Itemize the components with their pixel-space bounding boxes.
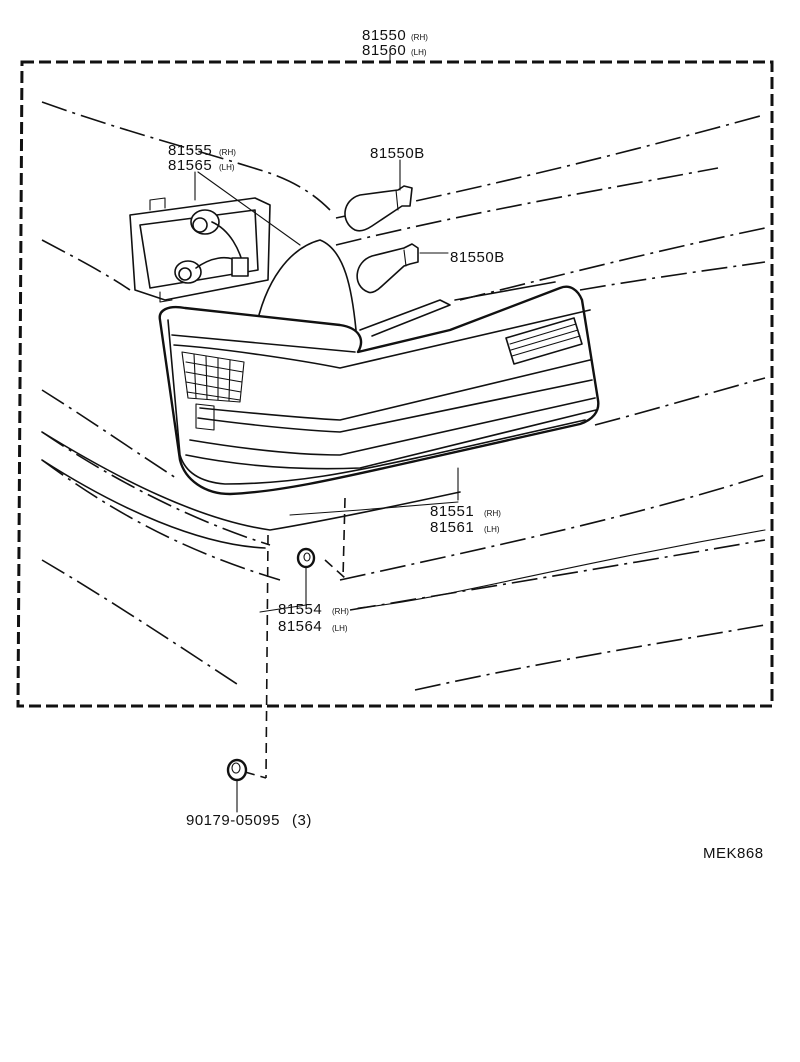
label-lens-alt-side: (LH) (484, 525, 500, 534)
bulb-upper (344, 185, 413, 232)
label-socket-alt-side: (LH) (219, 163, 235, 172)
label-bulb-lower: 81550B (450, 249, 505, 266)
label-socket: 81555 (RH) 81565 (LH) (168, 142, 236, 174)
label-gasket-main-side: (RH) (332, 607, 349, 616)
label-gasket-alt-side: (LH) (332, 624, 348, 633)
label-assembly-alt-side: (LH) (411, 48, 427, 57)
label-gasket-alt: 81564 (278, 618, 322, 635)
label-gasket-main: 81554 (278, 601, 322, 618)
label-socket-main-side: (RH) (219, 148, 236, 157)
label-socket-alt: 81565 (168, 157, 212, 174)
lens-housing (158, 281, 600, 496)
label-lens: 81551 (RH) 81561 (LH) (430, 503, 501, 536)
label-nut: 90179-05095 (3) (186, 812, 312, 829)
bulb-lower (356, 243, 419, 294)
nut (226, 534, 269, 782)
label-lens-main: 81551 (430, 503, 474, 520)
body-panel (41, 239, 461, 549)
label-assembly-alt: 81560 (362, 42, 406, 59)
label-gasket: 81554 (RH) 81564 (LH) (278, 601, 349, 635)
label-socket-main: 81555 (168, 142, 212, 159)
label-assembly: 81550 (RH) 81560 (LH) (362, 27, 428, 59)
socket-wire-assembly (129, 197, 271, 303)
label-lens-alt: 81561 (430, 519, 474, 536)
label-assembly-main: 81550 (362, 27, 406, 44)
label-lens-main-side: (RH) (484, 509, 501, 518)
label-nut-part: 90179-05095 (186, 812, 280, 829)
gasket (296, 497, 346, 579)
assembly-boundary-box (16, 60, 774, 708)
label-bulb-upper: 81550B (370, 145, 425, 162)
leader-lines (194, 159, 766, 813)
label-assembly-main-side: (RH) (411, 33, 428, 42)
label-nut-qty: (3) (292, 812, 312, 829)
drawing-code: MEK868 (703, 845, 764, 862)
